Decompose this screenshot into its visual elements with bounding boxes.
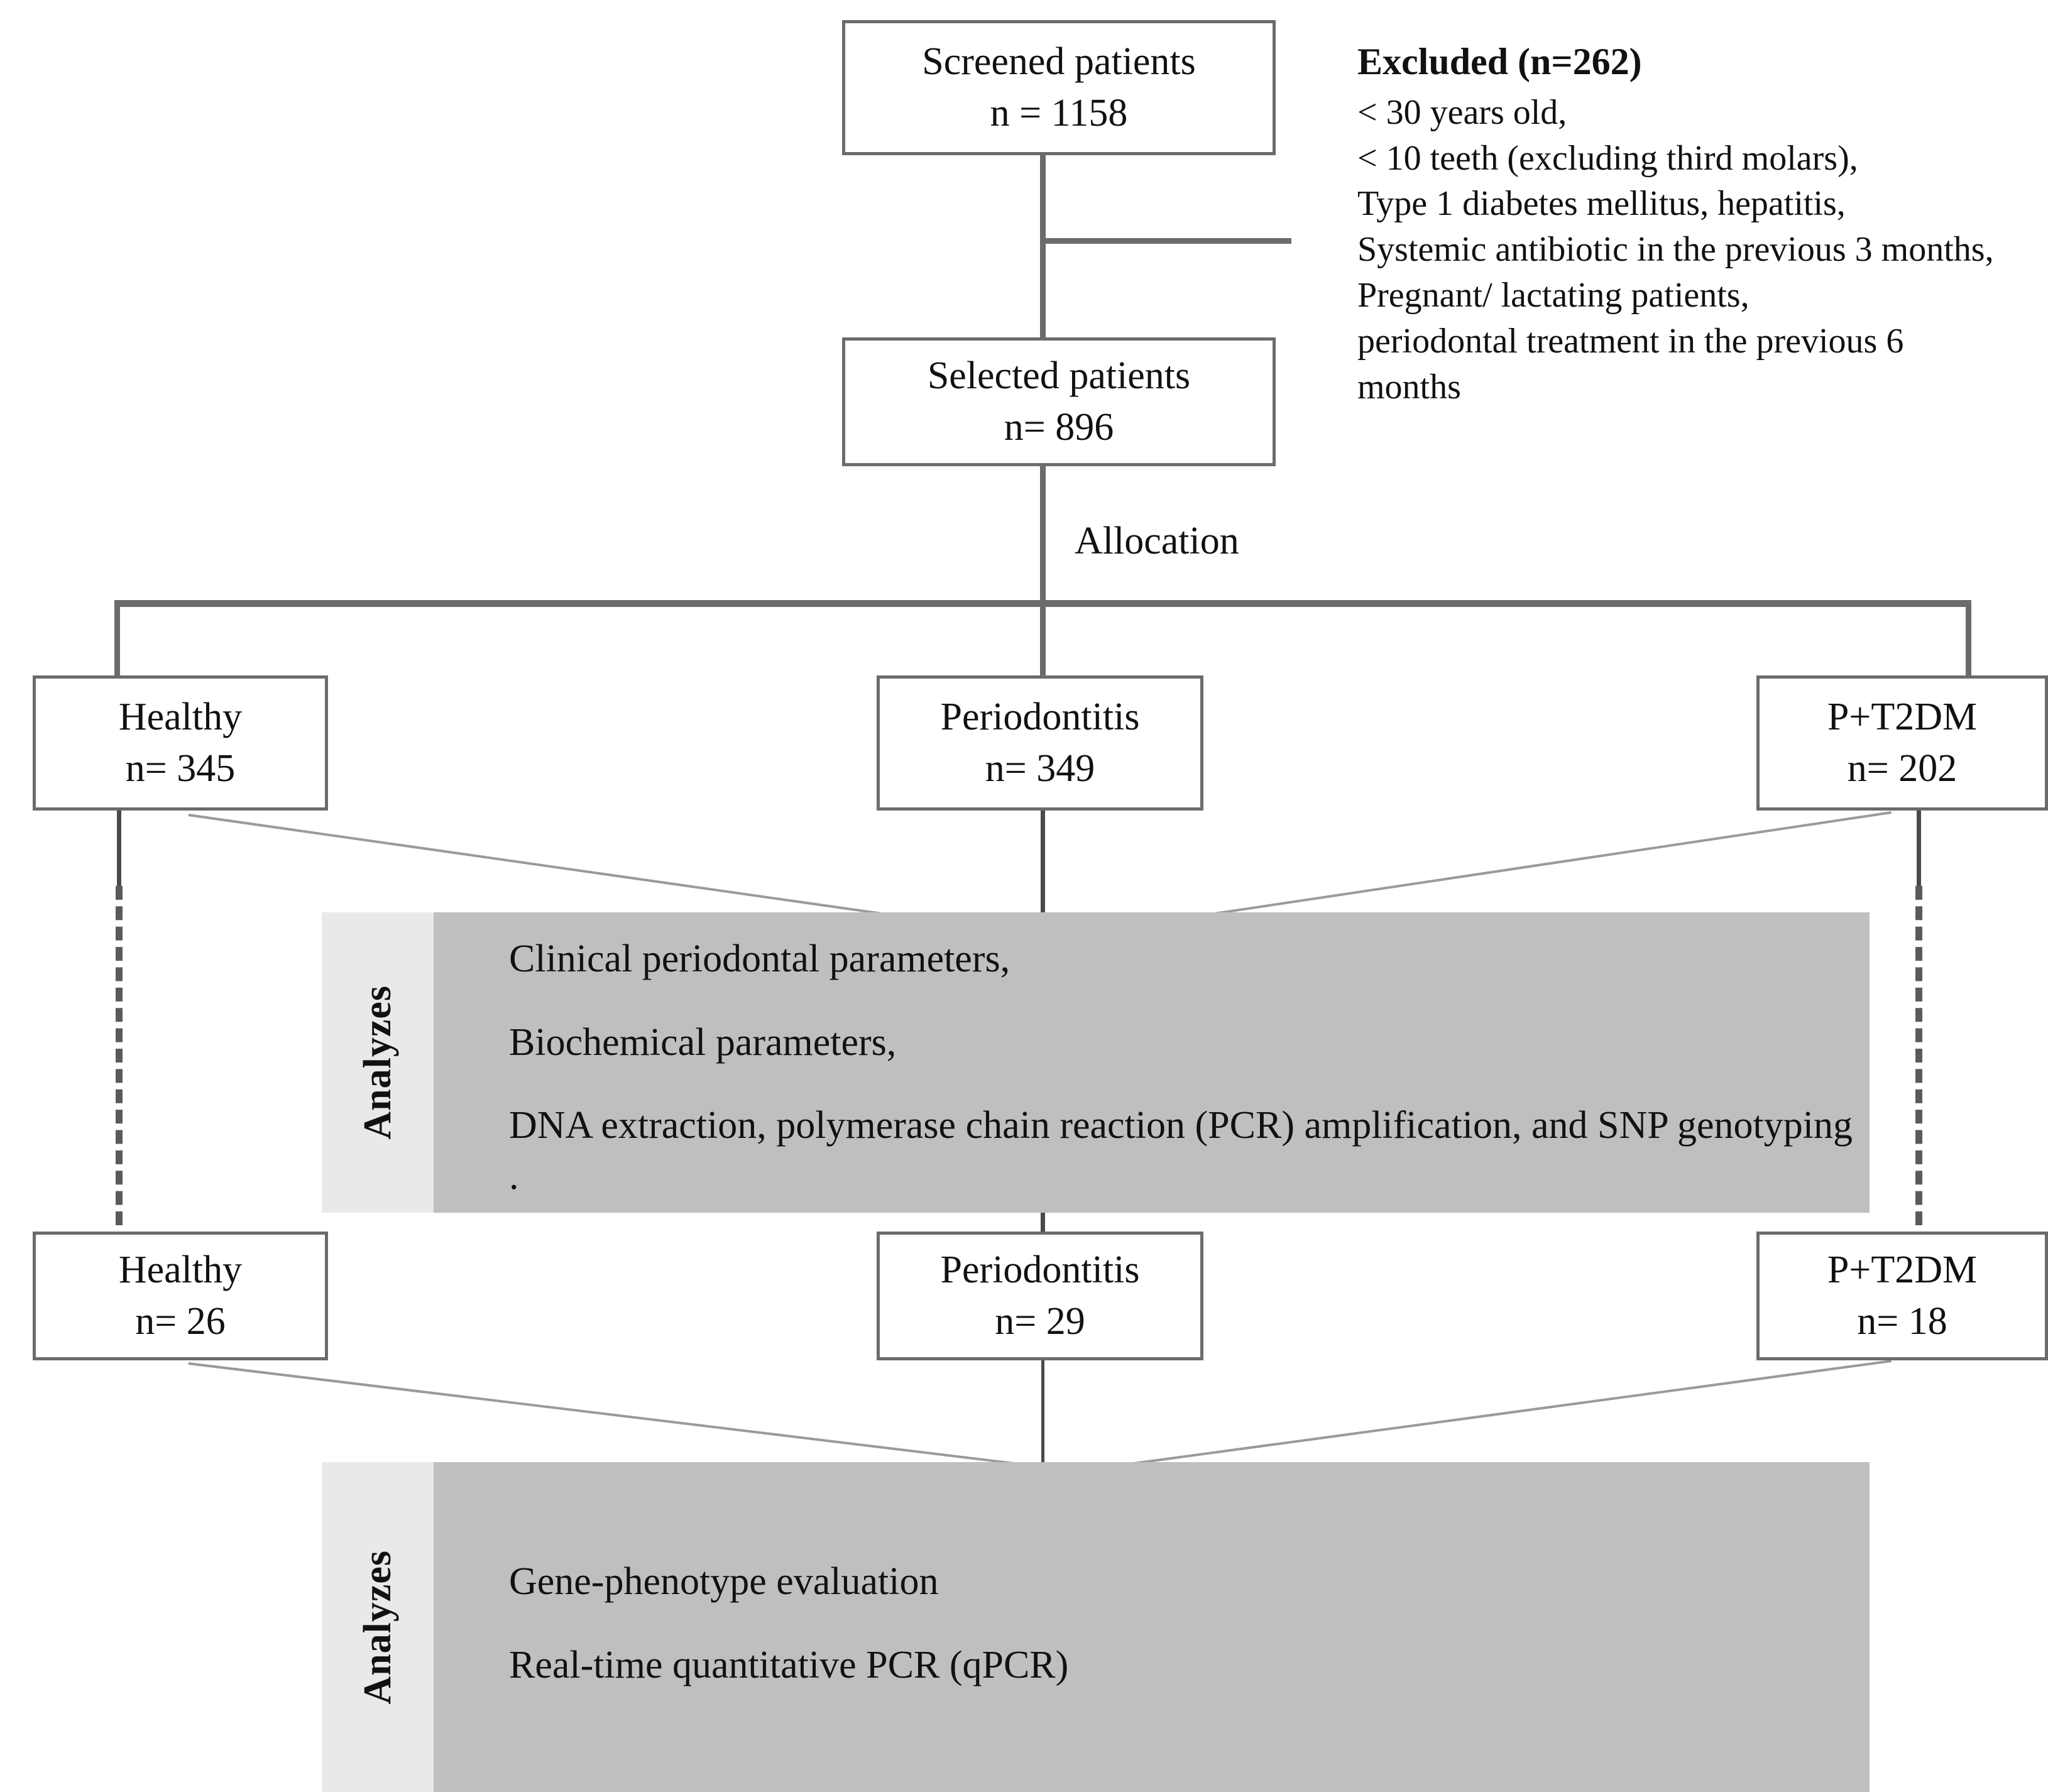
analyzes-panel-1: Analyzes Clinical periodontal parameters… xyxy=(322,912,1870,1213)
node-group-healthy-345: Healthy n= 345 xyxy=(33,675,328,811)
connector-allocation-to-periodontitis xyxy=(1040,600,1046,675)
node-group-periodontitis-349: Periodontitis n= 349 xyxy=(877,675,1203,811)
group-count: n= 18 xyxy=(1857,1299,1947,1343)
excluded-criteria-block: Excluded (n=262) < 30 years old, < 10 te… xyxy=(1357,38,2042,410)
node-group-p-t2dm-18: P+T2DM n= 18 xyxy=(1756,1232,2048,1360)
connector-allocation-to-p-t2dm xyxy=(1966,600,1971,675)
analyzes-line: Biochemical parameters, xyxy=(509,1020,897,1064)
analyzes-body-2: Gene-phenotype evaluation Real-time quan… xyxy=(434,1462,1870,1792)
node-group-periodontitis-29: Periodontitis n= 29 xyxy=(877,1232,1203,1360)
group-name: P+T2DM xyxy=(1827,695,1978,738)
group-count: n= 202 xyxy=(1847,746,1958,790)
stub-p-t2dm-202 xyxy=(1917,811,1921,886)
stub-healthy-345 xyxy=(117,811,121,886)
connector-screened-to-selected xyxy=(1040,155,1046,342)
group-name: P+T2DM xyxy=(1827,1248,1978,1291)
group-count: n= 349 xyxy=(985,746,1095,790)
analyzes-tab-label: Analyzes xyxy=(356,1549,399,1705)
excluded-criterion: Systemic antibiotic in the previous 3 mo… xyxy=(1357,230,1994,270)
analyzes-tab-1: Analyzes xyxy=(322,912,434,1213)
dashed-bypass-p-t2dm xyxy=(1915,886,1922,1225)
analyzes-body-1: Clinical periodontal parameters, Biochem… xyxy=(434,912,1870,1213)
excluded-criterion: months xyxy=(1357,367,1461,407)
group-count: n= 26 xyxy=(135,1299,226,1343)
excluded-criterion: Pregnant/ lactating patients, xyxy=(1357,275,1750,315)
analyzes-line: Clinical periodontal parameters, xyxy=(509,937,1010,980)
node-group-healthy-26: Healthy n= 26 xyxy=(33,1232,328,1360)
group-name: Periodontitis xyxy=(940,1248,1140,1291)
excluded-title: Excluded (n=262) xyxy=(1357,41,1642,82)
connector-periodontitis-to-analyzes1 xyxy=(1041,811,1045,912)
node-screened-count: n = 1158 xyxy=(990,91,1128,134)
group-name: Healthy xyxy=(118,695,243,738)
connector-excluded-branch xyxy=(1040,238,1291,244)
connector-analyzes1-to-periodontitis29 xyxy=(1041,1213,1045,1232)
connector-healthy26-to-analyzes2 xyxy=(188,1362,1125,1478)
node-screened-title: Screened patients xyxy=(922,40,1196,83)
node-selected-title: Selected patients xyxy=(927,354,1191,397)
group-count: n= 29 xyxy=(995,1299,1085,1343)
dashed-bypass-healthy xyxy=(116,886,123,1225)
allocation-label: Allocation xyxy=(1075,520,1239,562)
connector-p-t2dm18-to-analyzes2 xyxy=(1049,1360,1892,1477)
excluded-criterion: < 10 teeth (excluding third molars), xyxy=(1357,138,1858,178)
excluded-criterion: Type 1 diabetes mellitus, hepatitis, xyxy=(1357,184,1846,224)
group-name: Periodontitis xyxy=(940,695,1140,738)
analyzes-tab-2: Analyzes xyxy=(322,1462,434,1792)
node-group-p-t2dm-202: P+T2DM n= 202 xyxy=(1756,675,2048,811)
analyzes-line: Real-time quantitative PCR (qPCR) xyxy=(509,1643,1069,1686)
analyzes-panel-2: Analyzes Gene-phenotype evaluation Real-… xyxy=(322,1462,1870,1792)
node-screened-patients: Screened patients n = 1158 xyxy=(842,20,1276,155)
connector-selected-to-allocation xyxy=(1040,466,1046,603)
node-selected-count: n= 896 xyxy=(1004,405,1114,449)
connector-periodontitis29-to-analyzes2 xyxy=(1041,1360,1044,1467)
excluded-criterion: < 30 years old, xyxy=(1357,92,1567,132)
group-name: Healthy xyxy=(118,1248,243,1291)
analyzes-tab-label: Analyzes xyxy=(356,985,399,1140)
analyzes-line: Gene-phenotype evaluation xyxy=(509,1560,939,1603)
excluded-criterion: periodontal treatment in the previous 6 xyxy=(1357,321,1904,361)
group-count: n= 345 xyxy=(125,746,236,790)
analyzes-line: DNA extraction, polymerase chain reactio… xyxy=(509,1104,1853,1198)
connector-allocation-to-healthy xyxy=(114,600,120,675)
node-selected-patients: Selected patients n= 896 xyxy=(842,337,1276,466)
